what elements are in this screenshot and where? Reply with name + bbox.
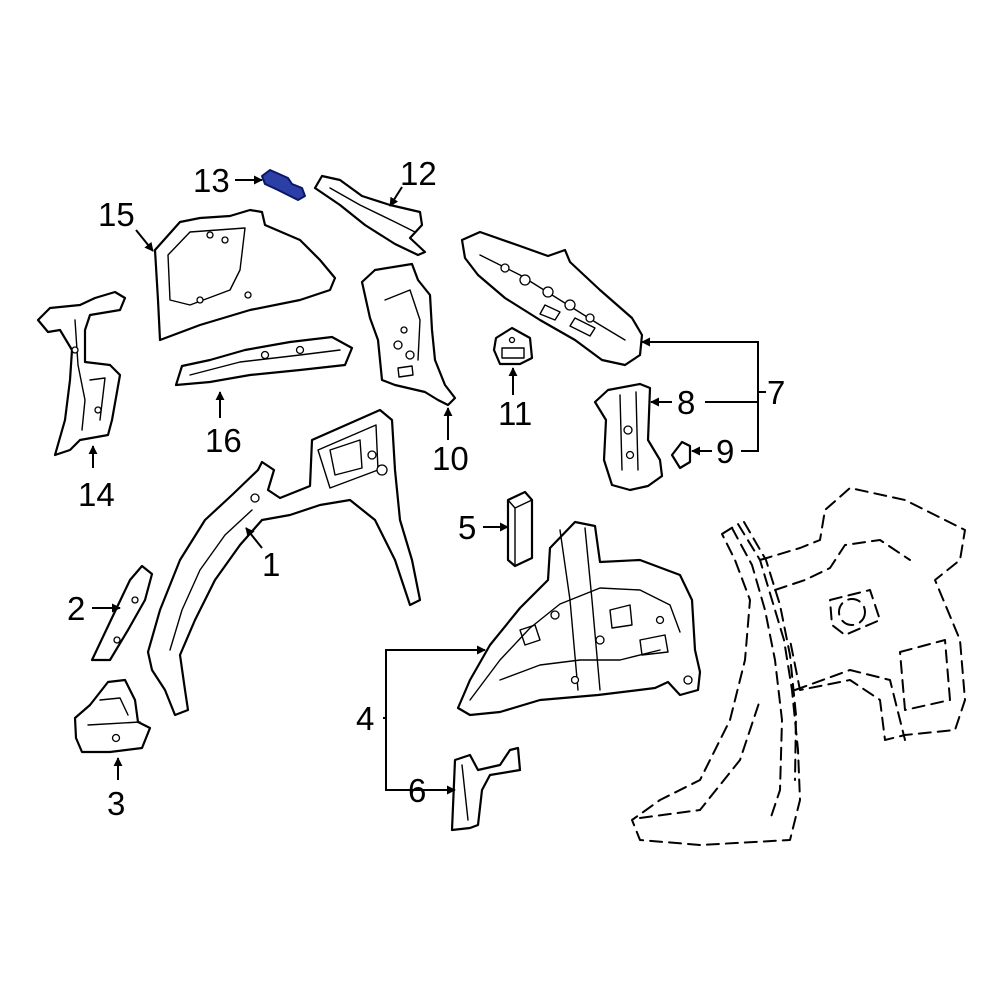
callout-numbers: 1 2 3 4 5 6 7 8 9 10 11 12 13 14 15 16	[67, 155, 785, 822]
callout-9: 9	[716, 433, 734, 470]
part-12-extension	[313, 174, 427, 257]
part-5-block	[506, 490, 534, 568]
part-6-bracket	[450, 746, 522, 832]
part-13-highlighted	[261, 169, 306, 201]
leader-lines	[88, 175, 766, 795]
leader-6-branch	[385, 718, 456, 795]
callout-6: 6	[408, 772, 426, 809]
part-16-member	[174, 335, 354, 387]
callout-11: 11	[498, 395, 532, 432]
part-15-panel	[153, 208, 337, 342]
callout-14: 14	[78, 476, 115, 513]
leader-1	[245, 527, 263, 549]
callout-3: 3	[107, 785, 125, 822]
callout-4: 4	[356, 700, 374, 737]
part-10-panel	[360, 262, 457, 407]
part-11-bracket	[492, 326, 534, 366]
leader-9-branch	[741, 392, 759, 452]
part-3-bracket	[73, 678, 152, 754]
leader-15	[135, 229, 154, 252]
part-8-bracket	[593, 382, 664, 492]
callout-16: 16	[205, 422, 242, 459]
callout-2: 2	[67, 590, 85, 627]
callout-8: 8	[677, 384, 695, 421]
callout-15: 15	[98, 196, 135, 233]
part-7-side-member	[460, 230, 644, 367]
leader-4-bracket	[383, 645, 486, 719]
callout-12: 12	[400, 155, 437, 192]
part-1-wheelhouse-inner	[146, 408, 422, 717]
part-4-wheelhouse-outer	[456, 520, 702, 717]
callout-13: 13	[193, 162, 230, 199]
callout-5: 5	[458, 509, 476, 546]
part-14-pillar	[36, 290, 127, 457]
quarter-panel-outline	[631, 487, 966, 846]
part-9-clip	[670, 440, 692, 470]
callout-1: 1	[262, 546, 280, 583]
leader-12	[389, 186, 403, 207]
leader-7-bracket	[641, 337, 766, 393]
callout-7: 7	[767, 374, 785, 411]
part-2-bracket	[90, 564, 154, 662]
callout-10: 10	[432, 440, 469, 477]
